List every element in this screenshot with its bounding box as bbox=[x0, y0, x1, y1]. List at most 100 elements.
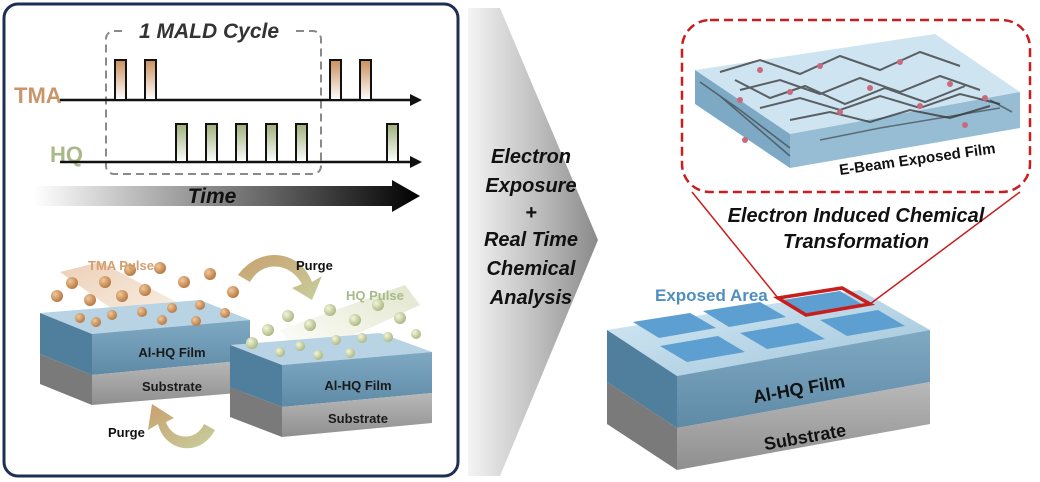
hq-pulse bbox=[265, 123, 278, 163]
exposed-square bbox=[703, 302, 786, 327]
right-film-front bbox=[282, 352, 432, 407]
right-film-side bbox=[230, 345, 282, 407]
left-substrate-label: Substrate bbox=[142, 379, 202, 394]
hq-axis-arrowhead bbox=[410, 156, 422, 168]
hq-molecule bbox=[331, 335, 341, 345]
inset-atoms bbox=[737, 59, 988, 143]
inset-atom bbox=[982, 95, 988, 101]
arrow-line-6: Analysis bbox=[489, 287, 572, 309]
tma-molecule bbox=[116, 290, 128, 302]
tma-molecule bbox=[107, 310, 117, 320]
left-film-front bbox=[92, 320, 250, 375]
tma-molecule bbox=[91, 317, 101, 327]
tma-molecule bbox=[227, 286, 239, 298]
hq-molecule bbox=[275, 347, 285, 357]
tma-molecule bbox=[51, 290, 63, 302]
arrow-line-1: Electron bbox=[491, 146, 571, 168]
right-substrate-side bbox=[230, 387, 282, 437]
hq-molecule bbox=[262, 324, 274, 336]
exposed-square bbox=[660, 336, 745, 362]
tma-molecule bbox=[124, 264, 136, 276]
left-film-label: Al-HQ Film bbox=[138, 345, 205, 360]
tma-molecule bbox=[75, 313, 85, 323]
tma-molecule bbox=[66, 277, 78, 289]
inset-atom bbox=[737, 97, 743, 103]
hq-pulse bbox=[235, 123, 248, 163]
tma-molecule bbox=[154, 262, 166, 274]
purge-arrow-top bbox=[238, 255, 322, 300]
inset-network-edge bbox=[699, 81, 1013, 157]
cycle-label: 1 MALD Cycle bbox=[139, 20, 279, 43]
inset-atom bbox=[787, 89, 793, 95]
leader-line-left bbox=[691, 191, 779, 299]
hq-molecule bbox=[394, 312, 406, 324]
inset-film bbox=[695, 34, 1020, 168]
tma-molecule bbox=[99, 276, 111, 288]
arrow-line-3: + bbox=[525, 202, 537, 224]
left-film-side bbox=[40, 313, 92, 375]
inset-atom bbox=[897, 59, 903, 65]
process-scheme: Al-HQ Film Substrate Al-HQ Film Substrat… bbox=[40, 255, 432, 449]
arrow-line-5: Chemical bbox=[487, 258, 576, 280]
inset-atom bbox=[742, 137, 748, 143]
tma-molecule bbox=[204, 268, 216, 280]
arrow-line-4: Real Time bbox=[484, 229, 578, 251]
hq-molecule bbox=[304, 319, 316, 331]
time-label: Time bbox=[188, 185, 237, 208]
inset-atom bbox=[867, 85, 873, 91]
tma-pulse bbox=[144, 59, 157, 101]
center-arrow-text: Electron Exposure + Real Time Chemical A… bbox=[484, 146, 578, 309]
tma-molecule bbox=[137, 307, 147, 317]
inset-caption-line1: Electron Induced Chemical bbox=[728, 205, 985, 227]
process-arrow bbox=[468, 8, 598, 476]
hq-molecule bbox=[383, 332, 393, 342]
sample-film-front bbox=[677, 330, 930, 428]
left-substrate-side bbox=[40, 354, 92, 405]
tma-molecule bbox=[220, 308, 230, 318]
right-film-top bbox=[230, 333, 432, 365]
inset-caption-line2: Transformation bbox=[783, 231, 929, 253]
exposed-square bbox=[740, 323, 825, 349]
inset-film-front bbox=[790, 92, 1020, 168]
hq-molecule bbox=[324, 304, 336, 316]
leader-line-right bbox=[869, 191, 1021, 305]
hq-pulse bbox=[205, 123, 218, 163]
tma-molecule bbox=[157, 315, 167, 325]
tma-molecule bbox=[191, 316, 201, 326]
cycle-label-bg bbox=[124, 18, 294, 44]
hq-pulse bbox=[175, 123, 188, 163]
tma-molecule bbox=[84, 294, 96, 306]
right-sample: Al-HQ Film Substrate bbox=[230, 333, 432, 437]
sample-film-side bbox=[607, 330, 677, 428]
tma-pulse bbox=[329, 59, 342, 101]
hq-molecule bbox=[345, 348, 355, 358]
inset-network-texture bbox=[719, 50, 1001, 124]
time-arrow bbox=[34, 180, 420, 212]
exposed-square bbox=[782, 291, 865, 316]
tma-label: TMA bbox=[14, 83, 62, 108]
hq-molecule bbox=[246, 337, 258, 349]
exposed-square bbox=[633, 313, 716, 338]
hq-molecule bbox=[357, 333, 367, 343]
tma-pulse bbox=[359, 59, 372, 101]
purge-arrow-bottom bbox=[148, 404, 215, 449]
right-substrate-front bbox=[282, 393, 432, 437]
tma-molecule bbox=[167, 303, 177, 313]
tma-molecule bbox=[139, 284, 151, 296]
exposed-square bbox=[820, 310, 905, 336]
hq-molecules bbox=[246, 299, 421, 360]
left-substrate-front bbox=[92, 360, 250, 405]
exposed-sample: Exposed Area Al-HQ Film Substrate bbox=[607, 286, 930, 470]
arrow-line-2: Exposure bbox=[485, 175, 576, 197]
hq-pulses bbox=[175, 123, 399, 163]
purge-top-label: Purge bbox=[296, 258, 333, 273]
inset-atom bbox=[837, 109, 843, 115]
hq-molecule bbox=[295, 341, 305, 351]
tma-pulse-label: TMA Pulse bbox=[88, 258, 154, 273]
tma-molecules bbox=[51, 262, 239, 327]
right-film-label: Al-HQ Film bbox=[324, 378, 391, 393]
hq-molecule bbox=[282, 310, 294, 322]
tma-molecule bbox=[195, 300, 205, 310]
mald-cycle-box bbox=[105, 30, 322, 175]
